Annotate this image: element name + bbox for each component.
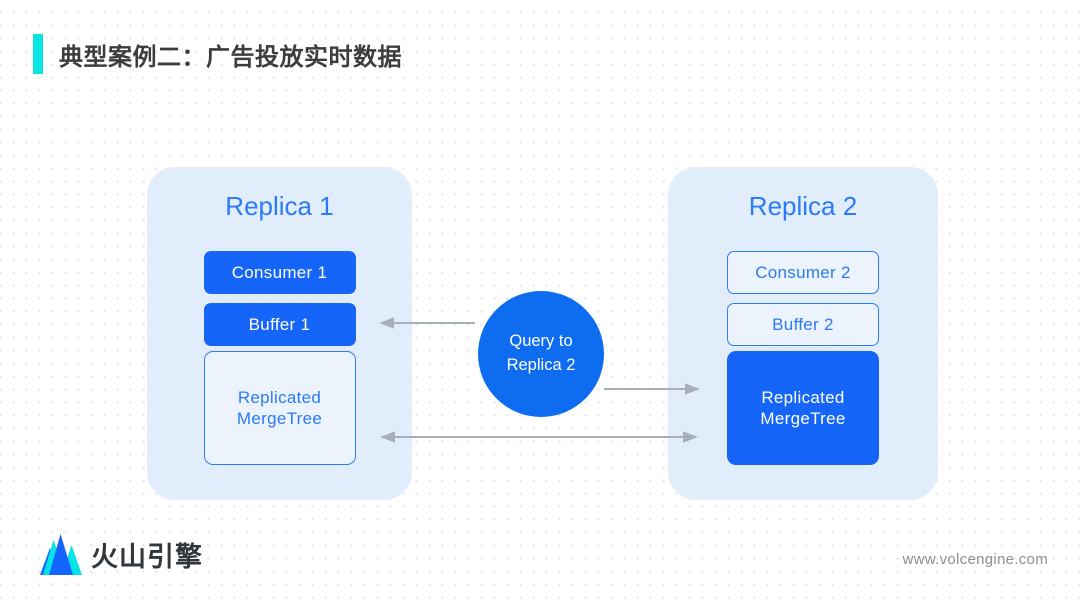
query-to-replica2-circle: Query to Replica 2 <box>478 291 604 417</box>
buffer-1-node: Buffer 1 <box>203 303 356 346</box>
replica-2-title: Replica 2 <box>748 191 858 221</box>
buffer-2-node: Buffer 2 <box>727 303 879 346</box>
brand-name: 火山引擎 <box>91 542 203 572</box>
replica-2-panel: Replica 2 Consumer 2 Buffer 2 Replicated… <box>668 167 938 500</box>
slide-header: 典型案例二：广告投放实时数据 <box>33 34 402 74</box>
replica-1-panel: Replica 1 Consumer 1 Buffer 1 Replicated… <box>147 167 412 500</box>
arrow-mergetree1-mergetree2 <box>380 431 698 443</box>
replica-1-title: Replica 1 <box>225 191 334 221</box>
title-accent-bar <box>33 34 43 74</box>
consumer-2-node: Consumer 2 <box>727 251 879 294</box>
consumer-1-node: Consumer 1 <box>203 251 356 294</box>
replicated-mergetree-2-node: Replicated MergeTree <box>727 351 879 465</box>
website-url: www.volcengine.com <box>902 551 1048 568</box>
replicated-mergetree-1-node: Replicated MergeTree <box>203 351 356 465</box>
volcengine-logo: 火山引擎 <box>40 533 203 576</box>
volcengine-mountains-icon <box>40 534 82 575</box>
slide-title: 典型案例二：广告投放实时数据 <box>59 43 402 71</box>
